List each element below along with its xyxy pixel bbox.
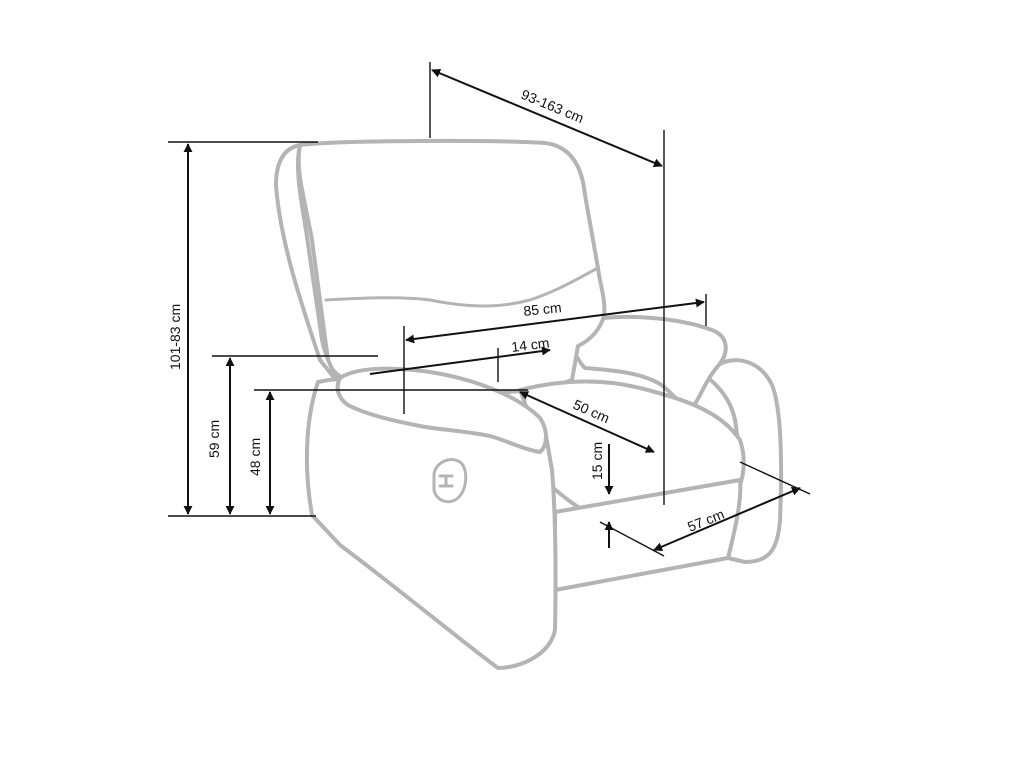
dim-reclined-depth-arrow	[431, 68, 663, 168]
label-clearance: 15 cm	[589, 442, 605, 480]
label-height: 101-83 cm	[167, 304, 183, 370]
dim-seat-depth-arrow	[519, 391, 655, 453]
label-armrest-height: 59 cm	[206, 420, 222, 458]
label-armrest-width: 14 cm	[510, 334, 550, 355]
dimension-arrows	[183, 68, 801, 551]
backrest-side	[274, 143, 342, 387]
recline-handle-icon	[432, 458, 468, 504]
dim-armrest-width-arrow	[369, 346, 551, 375]
backrest	[296, 138, 607, 395]
dimension-labels: 93-163 cm 101-83 cm 59 cm 48 cm 85 cm 14…	[167, 86, 726, 535]
armchair-drawing	[274, 138, 784, 670]
dim-width-arrow	[405, 298, 705, 344]
dim-side-depth-arrow	[653, 487, 801, 551]
label-width: 85 cm	[523, 299, 563, 319]
label-seat-height: 48 cm	[247, 438, 263, 476]
